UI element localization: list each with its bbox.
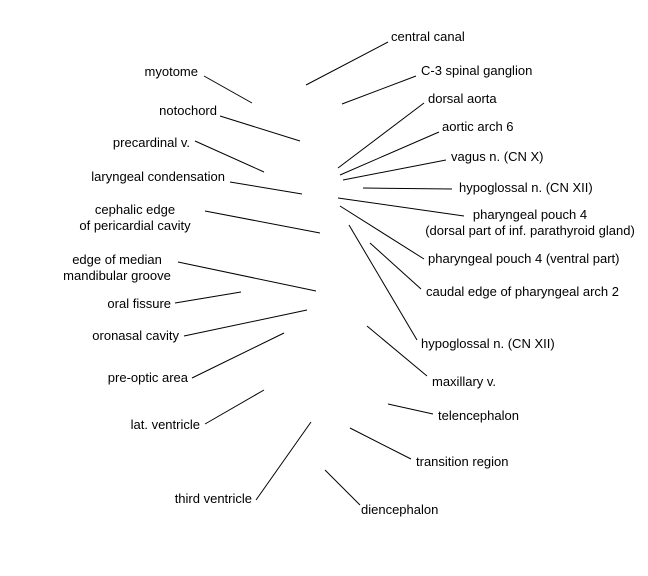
label-cephalic-edge: cephalic edge of pericardial cavity xyxy=(64,202,206,234)
leader-c3-spinal-ganglion xyxy=(341,75,417,105)
leader-vagus-n xyxy=(342,159,447,181)
leader-aortic-arch-6 xyxy=(339,131,440,176)
leader-notochord xyxy=(219,115,301,142)
leader-dorsal-aorta xyxy=(337,102,425,169)
label-median-mandibular-line2: mandibular groove xyxy=(63,268,171,283)
label-notochord: notochord xyxy=(159,103,217,118)
label-pharyngeal-pouch-4: pharyngeal pouch 4 (dorsal part of inf. … xyxy=(417,207,643,239)
label-dorsal-aorta: dorsal aorta xyxy=(428,91,497,106)
label-third-ventricle: third ventricle xyxy=(174,491,252,506)
label-median-mandibular-groove: edge of median mandibular groove xyxy=(55,252,179,284)
leader-oral-fissure xyxy=(174,291,242,304)
leader-third-ventricle xyxy=(255,421,312,501)
label-oronasal-cavity: oronasal cavity xyxy=(92,328,179,343)
leader-hypoglossal-upper xyxy=(362,187,453,190)
label-lat-ventricle: lat. ventricle xyxy=(130,417,200,432)
label-caudal-edge-arch-2: caudal edge of pharyngeal arch 2 xyxy=(426,284,619,299)
leader-central-canal xyxy=(305,41,389,86)
leader-laryngeal-condensation xyxy=(229,181,303,195)
leader-pharyngeal-pouch4-ventral xyxy=(339,205,425,260)
label-c3-spinal-ganglion: C-3 spinal ganglion xyxy=(421,63,533,78)
label-telencephalon: telencephalon xyxy=(438,408,519,423)
leader-pharyngeal-pouch4 xyxy=(337,197,465,217)
leader-median-mandibular xyxy=(177,261,317,292)
label-vagus-n: vagus n. (CN X) xyxy=(451,149,544,164)
label-myotome: myotome xyxy=(144,64,198,79)
leader-telencephalon xyxy=(387,403,434,415)
label-pharyngeal-pouch-4-line1: pharyngeal pouch 4 xyxy=(472,207,588,222)
label-aortic-arch-6: aortic arch 6 xyxy=(442,119,514,134)
label-hypoglossal-n-lower: hypoglossal n. (CN XII) xyxy=(421,336,555,351)
leader-caudal-edge-arch2 xyxy=(369,242,422,290)
label-hypoglossal-n-upper: hypoglossal n. (CN XII) xyxy=(459,180,593,195)
label-oral-fissure: oral fissure xyxy=(107,296,171,311)
leader-transition-region xyxy=(349,427,412,460)
label-central-canal: central canal xyxy=(391,29,465,44)
leader-precardinal-v xyxy=(194,140,265,173)
label-pharyngeal-pouch-4-ventral: pharyngeal pouch 4 (ventral part) xyxy=(428,251,620,266)
leader-diencephalon xyxy=(324,469,361,506)
leader-myotome xyxy=(203,75,253,104)
leader-oronasal-cavity xyxy=(183,309,308,337)
label-transition-region: transition region xyxy=(416,454,509,469)
label-median-mandibular-line1: edge of median xyxy=(72,252,162,267)
label-maxillary-v: maxillary v. xyxy=(432,374,497,389)
label-pharyngeal-pouch-4-line2: (dorsal part of inf. parathyroid gland) xyxy=(425,223,635,238)
leader-cephalic-edge xyxy=(204,210,321,234)
leader-maxillary-v xyxy=(366,325,428,377)
label-cephalic-edge-line2: of pericardial cavity xyxy=(79,218,191,233)
label-cephalic-edge-line1: cephalic edge xyxy=(94,202,176,217)
label-laryngeal-condensation: laryngeal condensation xyxy=(91,169,225,184)
leader-pre-optic-area xyxy=(191,332,285,379)
label-diencephalon: diencephalon xyxy=(361,502,439,517)
leader-hypoglossal-lower xyxy=(348,224,418,341)
label-pre-optic-area: pre-optic area xyxy=(107,370,188,385)
leader-lat-ventricle xyxy=(204,389,265,425)
label-precardinal-v: precardinal v. xyxy=(112,135,190,150)
